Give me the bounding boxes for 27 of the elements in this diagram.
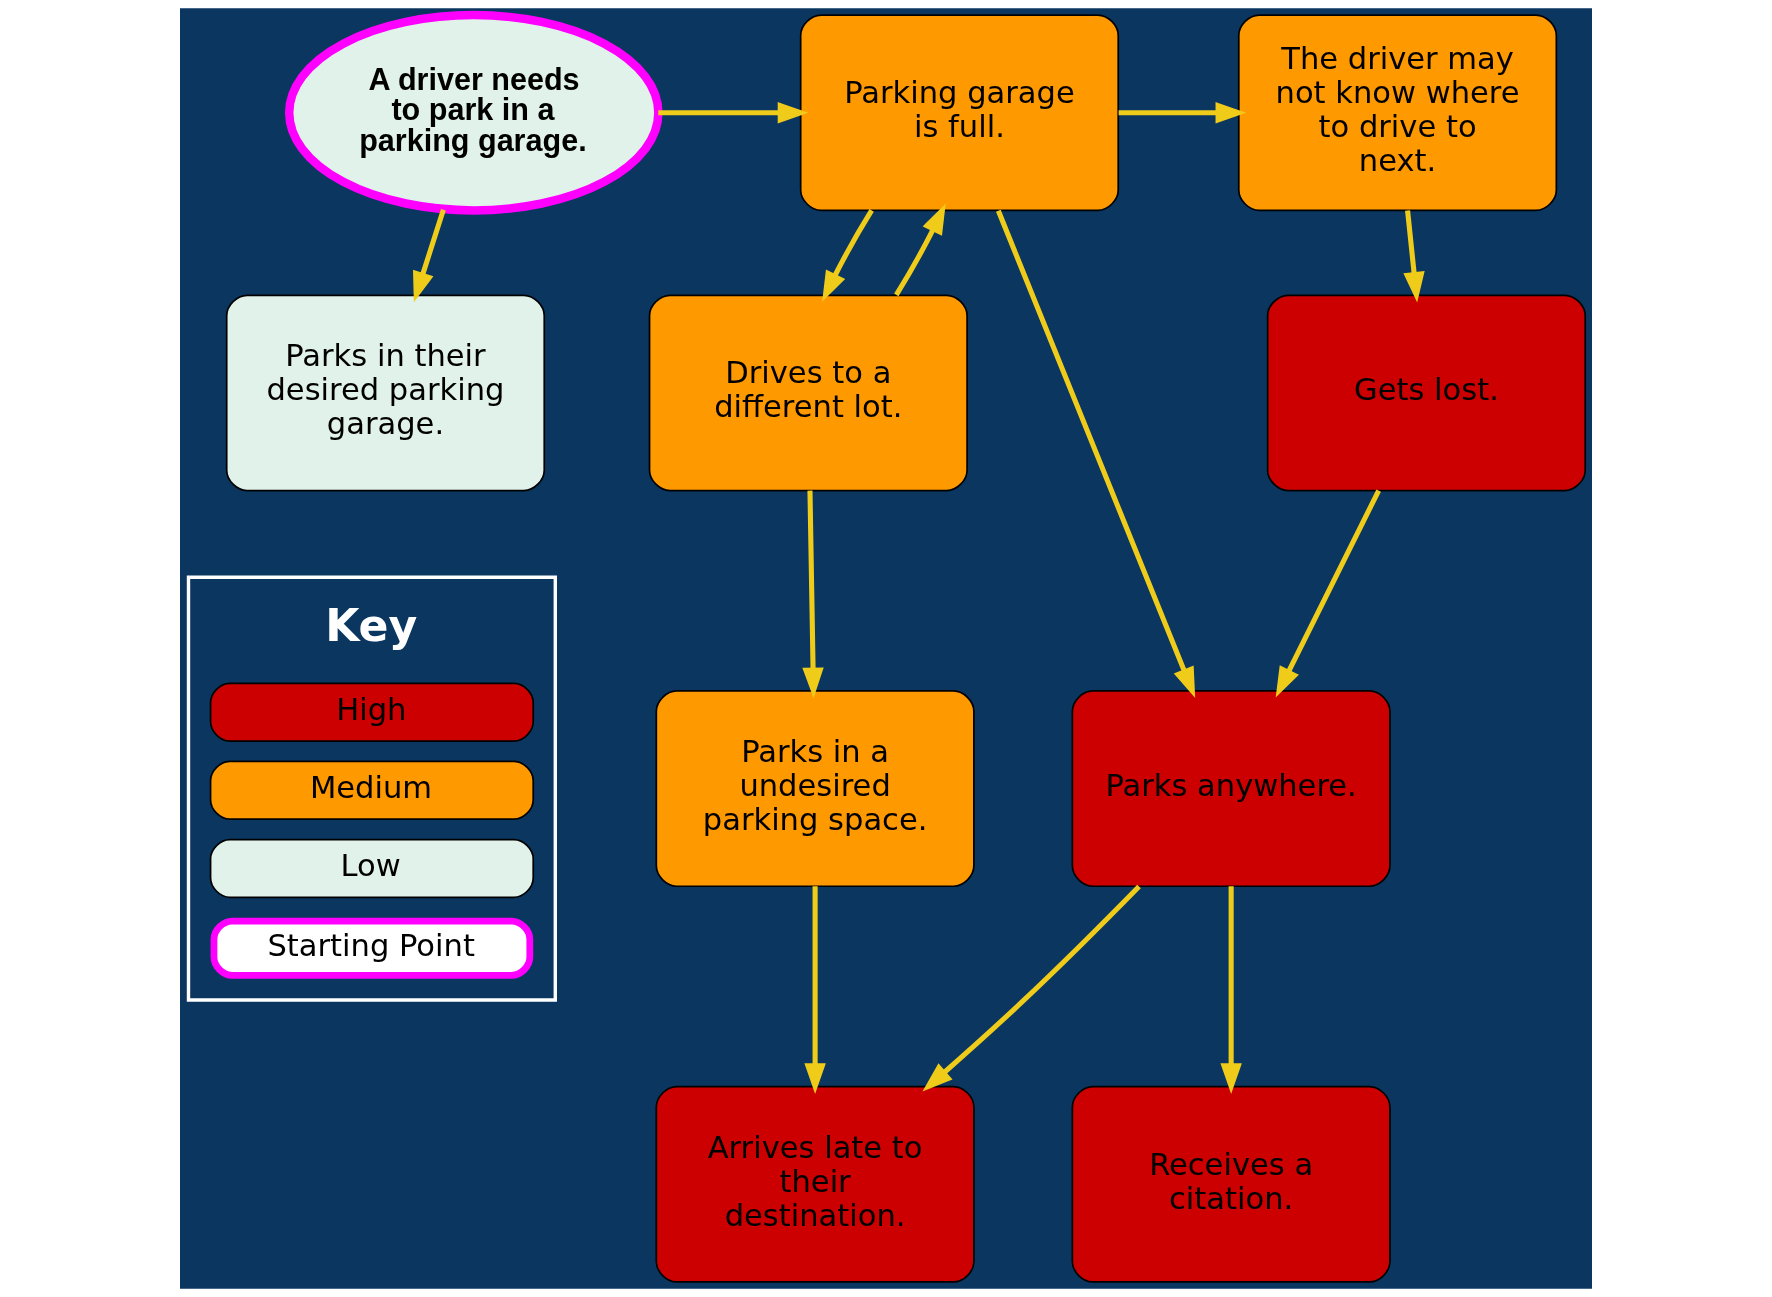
arrow <box>996 209 1196 698</box>
node-box: Receives a citation. <box>1071 1085 1391 1283</box>
label: Key <box>325 599 418 651</box>
arrow <box>822 209 874 302</box>
arrow <box>1403 210 1425 303</box>
legend-label: High <box>336 691 407 727</box>
arrow <box>802 490 824 699</box>
arrow <box>1118 102 1247 124</box>
node-box: Parks anywhere. <box>1071 690 1391 888</box>
arrow <box>1220 886 1242 1094</box>
legend-label: Starting Point <box>267 927 475 963</box>
legend-label: Medium <box>309 769 433 805</box>
arrow <box>922 884 1141 1092</box>
node-box: Gets lost. <box>1266 294 1587 492</box>
arrow <box>804 886 826 1094</box>
arrow <box>894 203 946 297</box>
node-box: Drives to a different lot. <box>648 294 968 492</box>
node-box: Arrives late to their destination. <box>655 1085 975 1283</box>
arrow <box>412 208 446 303</box>
node-box: Parks in a undesired parking space. <box>655 690 975 888</box>
node-box: Parks in their desired parking garage. <box>225 294 546 492</box>
arrow <box>1275 489 1381 698</box>
node-box: The driver may not know where to drive to next. <box>1237 14 1558 212</box>
arrow <box>658 102 809 124</box>
node-ellipse: A driver needs to park in a parking garage. <box>284 10 663 215</box>
legend-label: Low <box>340 847 401 883</box>
node-box: Parking garage is full. <box>799 14 1120 212</box>
